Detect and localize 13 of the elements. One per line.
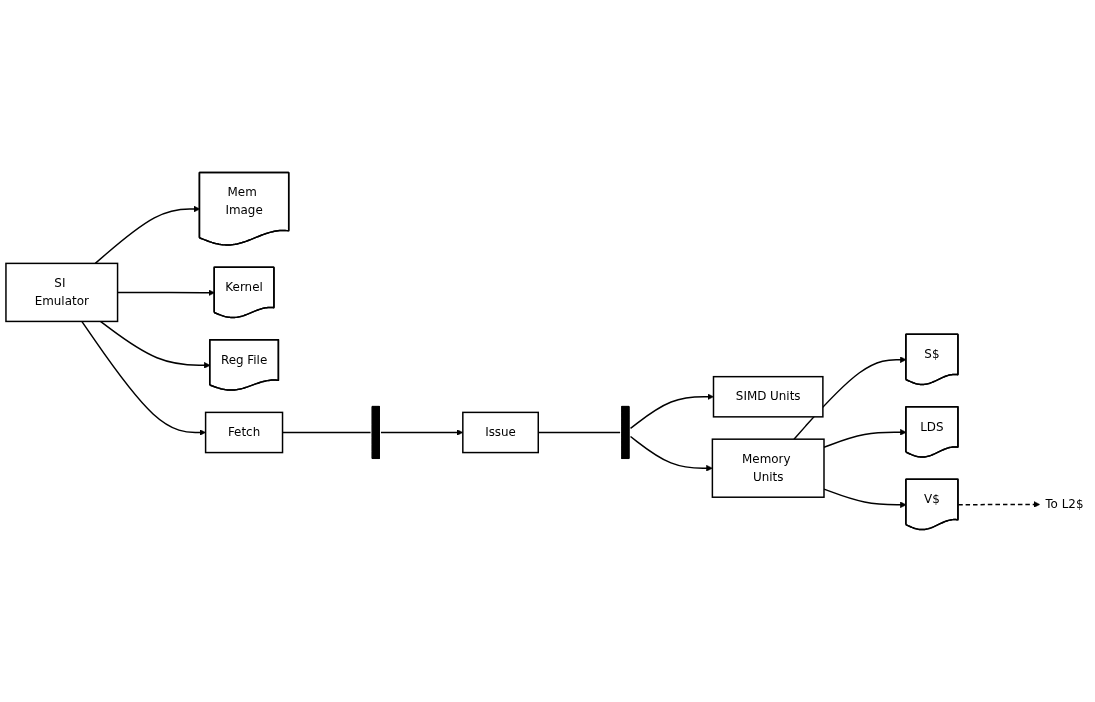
arrow — [957, 501, 1041, 508]
node-box: Memory Units — [711, 438, 825, 498]
arrow — [793, 356, 907, 440]
node-box: SIMD Units — [712, 375, 824, 418]
arrow — [629, 393, 714, 430]
arrow — [629, 435, 713, 472]
node-text: To L2$ — [1045, 497, 1084, 512]
arrow — [99, 320, 211, 369]
node-box: Fetch — [204, 411, 284, 454]
arrow — [94, 205, 201, 265]
node-box: SI Emulator — [5, 262, 119, 323]
node-box: Issue — [462, 411, 539, 454]
arrow — [81, 320, 206, 436]
